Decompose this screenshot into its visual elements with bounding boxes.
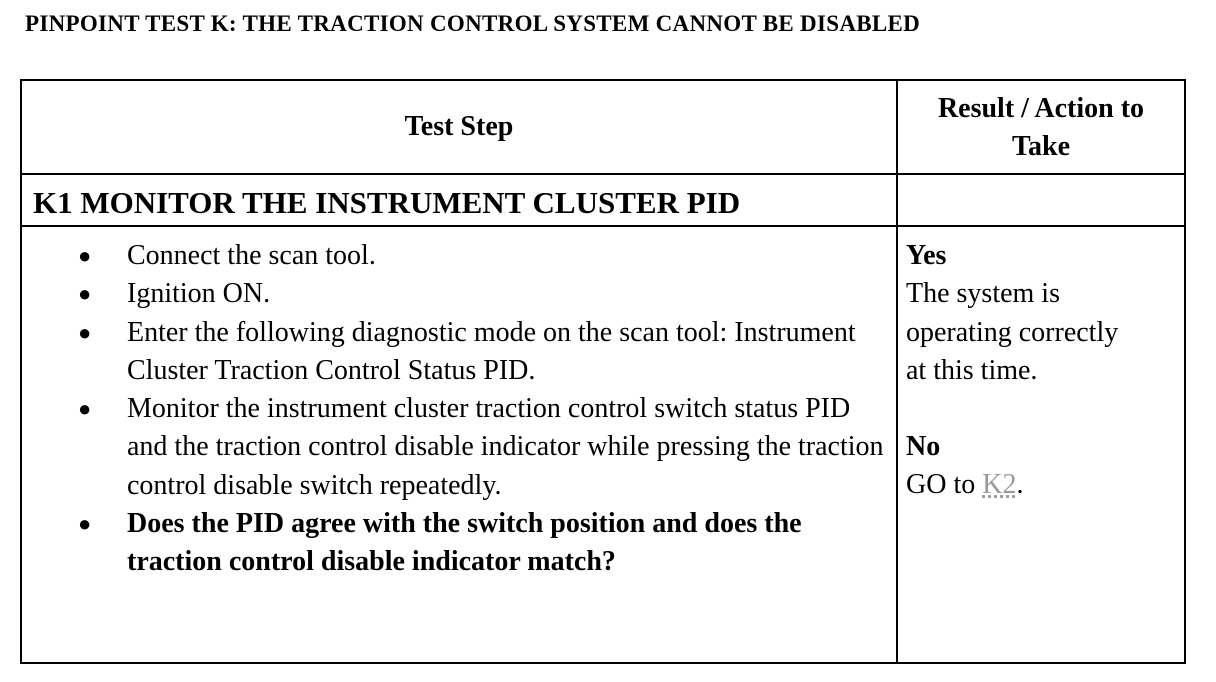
list-item-question: ● Does the PID agree with the switch posi… — [22, 505, 896, 582]
step-title-row: K1 MONITOR THE INSTRUMENT CLUSTER PID — [20, 173, 1186, 227]
document-title: PINPOINT TEST K: THE TRACTION CONTROL SY… — [25, 11, 921, 36]
header-result-action: Result / Action to Take — [896, 79, 1186, 175]
result-no-label: No — [906, 431, 941, 463]
goto-k2-link[interactable]: K2 — [982, 469, 1017, 501]
result-no-prefix: GO to — [906, 469, 983, 501]
list-item-text: Ignition ON. — [127, 278, 271, 310]
header-result-line1: Result / Action to — [937, 93, 1145, 124]
pinpoint-test-table: Test Step Result / Action to Take K1 MON… — [20, 79, 1186, 664]
list-item: ● Connect the scan tool. — [22, 237, 896, 275]
header-test-step: Test Step — [20, 79, 898, 175]
bullet-icon: ● — [78, 243, 92, 268]
bullet-icon: ● — [78, 396, 92, 422]
list-item-text: Connect the scan tool. — [127, 240, 376, 271]
result-no-line: GO to K2. — [906, 466, 1178, 504]
step-instructions-list: ● Connect the scan tool. ● Ignition ON. ● E… — [22, 227, 896, 582]
list-item: ● Ignition ON. — [22, 275, 896, 313]
result-no-suffix: . — [1016, 469, 1024, 501]
list-item-text: Does the PID agree with the switch posit… — [127, 508, 802, 578]
step-body-row: ● Connect the scan tool. ● Ignition ON. ● E… — [20, 225, 1186, 664]
bullet-icon: ● — [78, 319, 92, 345]
list-item-text: Monitor the instrument cluster traction … — [127, 393, 884, 501]
step-instructions-cell: ● Connect the scan tool. ● Ignition ON. ● E… — [20, 225, 898, 664]
step-title: K1 MONITOR THE INSTRUMENT CLUSTER PID — [20, 173, 898, 227]
bullet-icon: ● — [78, 281, 92, 307]
result-yes-label: Yes — [906, 240, 947, 271]
list-item-text: Enter the following diagnostic mode on t… — [127, 316, 856, 386]
list-item: ● Enter the following diagnostic mode on … — [22, 314, 896, 391]
step-result-cell: Yes The system is operating correctly at… — [896, 225, 1186, 664]
result-yes-text-1: The system is — [906, 278, 1060, 310]
step-title-result-empty — [896, 173, 1186, 227]
result-yes-text-2: operating correctly — [906, 316, 1119, 348]
list-item: ● Monitor the instrument cluster traction… — [22, 390, 896, 505]
table-header-row: Test Step Result / Action to Take — [20, 79, 1186, 175]
bullet-icon: ● — [78, 511, 92, 537]
header-result-line2: Take — [1011, 131, 1071, 162]
result-spacer — [906, 390, 1178, 428]
result-yes-text-3: at this time. — [906, 354, 1038, 386]
